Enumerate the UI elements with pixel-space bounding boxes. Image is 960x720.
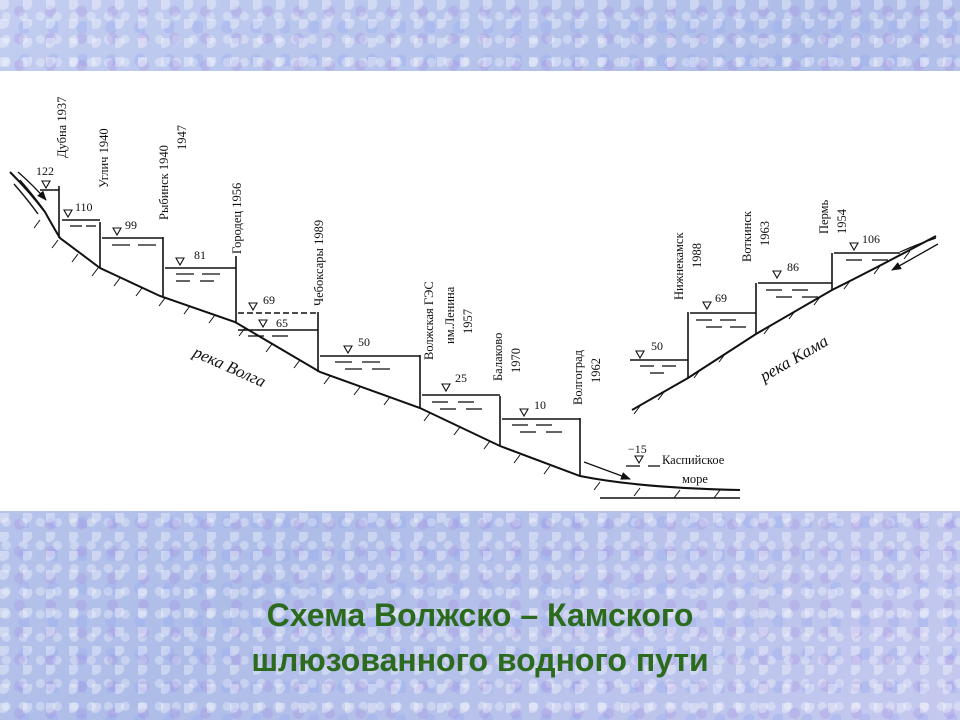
svg-text:−15: −15 [628, 442, 647, 456]
volga-level-labels: 122 110 99 81 69 65 50 25 10 −15 [36, 164, 647, 456]
svg-text:Пермь: Пермь [817, 199, 831, 234]
slide-title: Схема Волжско – Камского шлюзованного во… [0, 593, 960, 683]
kama-water-dashes [640, 259, 888, 374]
svg-text:Дубна 1937: Дубна 1937 [55, 97, 69, 158]
kama-dams [687, 253, 833, 378]
level-markers [41, 180, 859, 465]
svg-text:122: 122 [36, 164, 54, 178]
kama-dam-labels: Нижнекамск 1988 Воткинск 1963 Пермь 1954 [672, 199, 849, 300]
svg-text:Волгоград: Волгоград [571, 349, 585, 405]
svg-text:99: 99 [125, 218, 137, 232]
svg-text:65: 65 [276, 316, 288, 330]
volga-bed-hatching [33, 219, 721, 499]
svg-text:Чебоксары 1989: Чебоксары 1989 [312, 220, 326, 306]
svg-text:1988: 1988 [690, 243, 704, 268]
waterway-diagram: 122 110 99 81 69 65 50 25 10 −15 50 69 8… [9, 97, 939, 499]
svg-text:50: 50 [651, 339, 663, 353]
svg-text:Воткинск: Воткинск [740, 210, 754, 262]
volga-dam-labels: Дубна 1937 Углич 1940 Рыбинск 1940 1947 … [55, 97, 603, 405]
caspian-sea-label-2: море [682, 472, 708, 486]
volga-water-dashes [70, 225, 660, 467]
svg-text:69: 69 [263, 293, 275, 307]
svg-text:1962: 1962 [589, 358, 603, 383]
svg-text:86: 86 [787, 260, 799, 274]
svg-text:Балаково: Балаково [491, 333, 505, 381]
svg-text:81: 81 [194, 248, 206, 262]
slide-title-line-1: Схема Волжско – Камского [266, 597, 694, 633]
volga-dams [58, 186, 581, 476]
svg-text:50: 50 [358, 335, 370, 349]
svg-text:им.Ленина: им.Ленина [443, 286, 457, 344]
volga-water-levels [40, 189, 580, 420]
svg-text:Углич 1940: Углич 1940 [97, 128, 111, 188]
svg-text:1963: 1963 [758, 221, 772, 246]
svg-text:1954: 1954 [835, 208, 849, 234]
kama-water-levels [630, 252, 900, 361]
svg-text:Волжская ГЭС: Волжская ГЭС [422, 281, 436, 360]
caspian-sea-label-1: Каспийское [662, 453, 725, 467]
kama-bed-hatching [633, 250, 911, 415]
diagram-panel: 122 110 99 81 69 65 50 25 10 −15 50 69 8… [0, 71, 960, 511]
svg-text:69: 69 [715, 291, 727, 305]
svg-text:1947: 1947 [175, 125, 189, 150]
svg-text:110: 110 [75, 200, 93, 214]
flow-arrows [17, 171, 939, 480]
svg-text:Городец 1956: Городец 1956 [230, 183, 244, 254]
kama-level-labels: 50 69 86 106 [651, 232, 880, 353]
svg-text:25: 25 [455, 371, 467, 385]
kama-river-label: река Кама [756, 331, 832, 386]
svg-text:1970: 1970 [509, 348, 523, 373]
volga-river-label: река Волга [189, 342, 268, 391]
svg-text:1957: 1957 [461, 309, 475, 334]
svg-text:Рыбинск 1940: Рыбинск 1940 [157, 145, 171, 220]
kama-riverbed [631, 235, 937, 411]
svg-text:10: 10 [534, 398, 546, 412]
svg-text:Нижнекамск: Нижнекамск [672, 232, 686, 300]
slide-title-line-2: шлюзованного водного пути [251, 642, 709, 678]
svg-text:106: 106 [862, 232, 880, 246]
